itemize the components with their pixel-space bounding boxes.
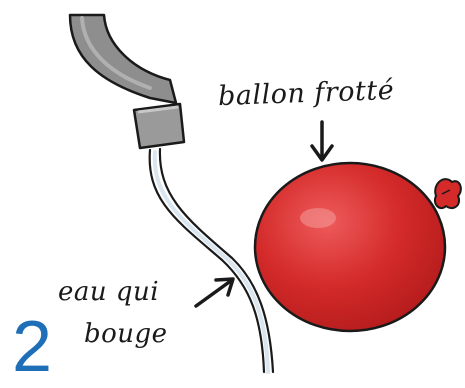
arrow-to-water-icon xyxy=(196,279,233,306)
faucet-icon xyxy=(70,15,184,148)
water-label-line1: eau qui xyxy=(58,277,159,307)
panel-number: 2 xyxy=(12,311,52,383)
arrow-to-balloon-icon xyxy=(312,122,332,160)
balloon-icon xyxy=(255,163,461,331)
water-stream xyxy=(150,149,273,372)
water-label-line2: bouge xyxy=(84,319,168,349)
balloon-label: ballon frotté xyxy=(218,75,395,112)
